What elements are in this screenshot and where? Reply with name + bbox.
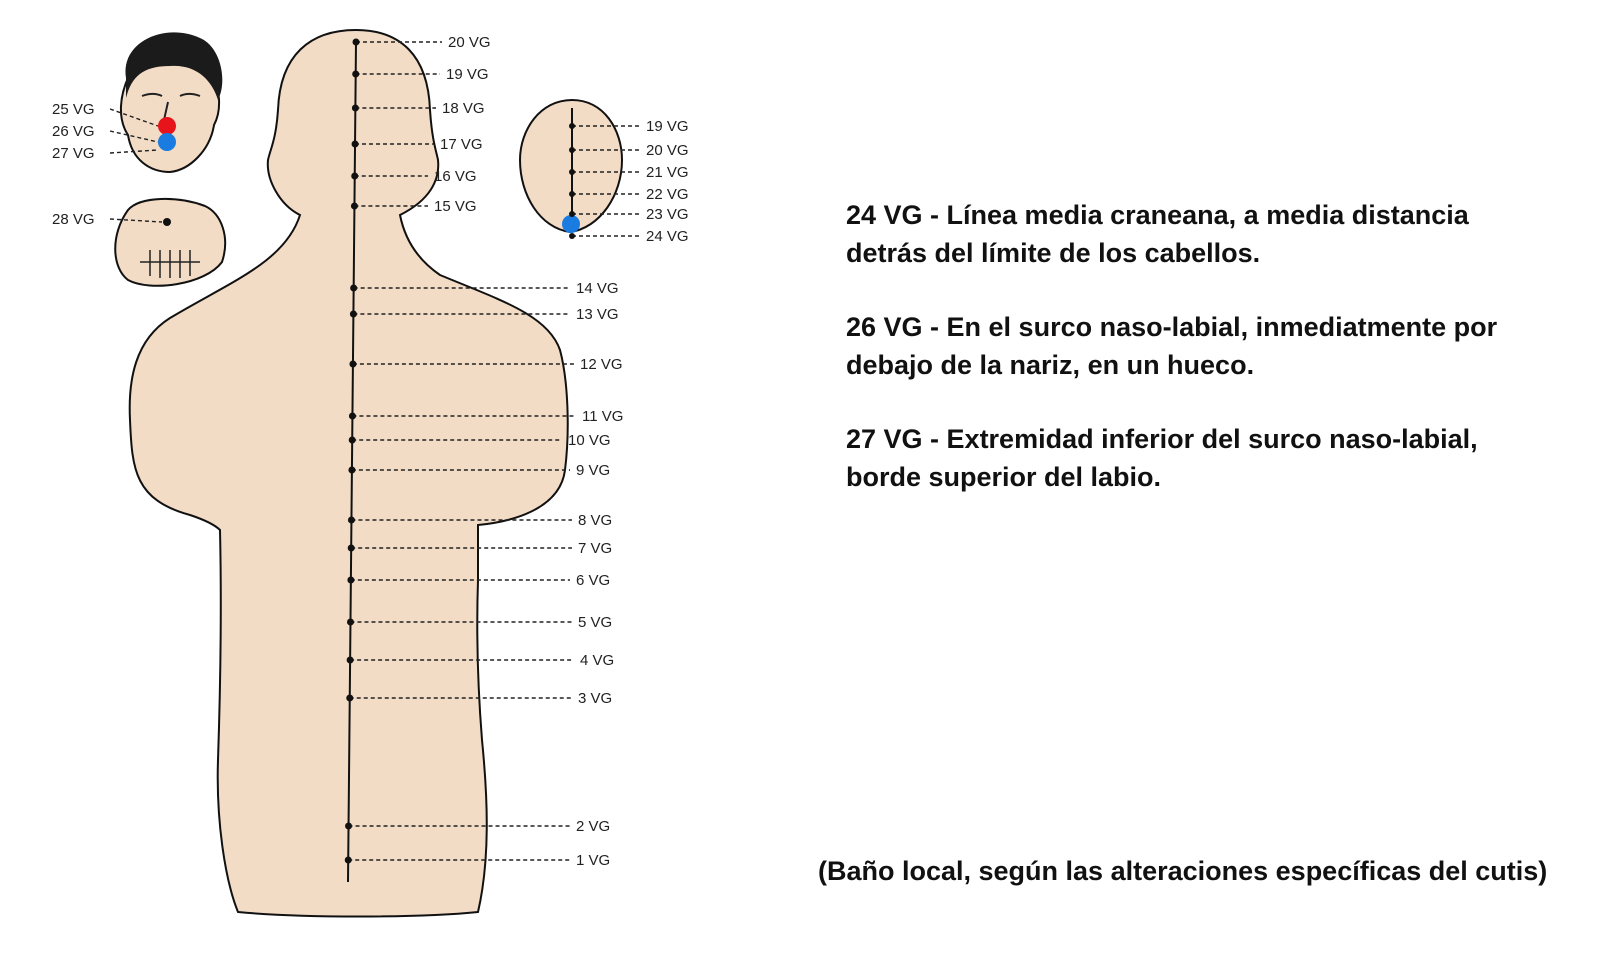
label-1-vg: 1 VG <box>576 852 610 869</box>
label-7-vg: 7 VG <box>578 540 612 557</box>
label-head-21-vg: 21 VG <box>646 164 689 181</box>
point-19-vg <box>352 71 359 78</box>
label-head-22-vg: 22 VG <box>646 186 689 203</box>
label-6-vg: 6 VG <box>576 572 610 589</box>
description-26-vg-line1: 26 VG - En el surco naso-labial, inmedia… <box>846 312 1497 342</box>
point-26-highlight <box>158 133 176 151</box>
description-24-vg-line1: 24 VG - Línea media craneana, a media di… <box>846 200 1469 230</box>
label-face-25-vg: 25 VG <box>52 101 95 118</box>
point-11-vg <box>349 413 356 420</box>
point-head-22-vg <box>569 191 575 197</box>
label-10-vg: 10 VG <box>568 432 611 449</box>
acupuncture-diagram: 20 VG 19 VG 18 VG 17 VG 16 VG 15 VG 14 VG 13 VG… <box>0 0 760 960</box>
label-head-19-vg: 19 VG <box>646 118 689 135</box>
label-13-vg: 13 VG <box>576 306 619 323</box>
point-2-vg <box>345 823 352 830</box>
point-15-vg <box>351 203 358 210</box>
label-16-vg: 16 VG <box>434 168 477 185</box>
label-14-vg: 14 VG <box>576 280 619 297</box>
point-14-vg <box>350 285 357 292</box>
point-5-vg <box>347 619 354 626</box>
label-8-vg: 8 VG <box>578 512 612 529</box>
description-27-vg-line2: borde superior del labio. <box>846 462 1161 492</box>
label-head-24-vg: 24 VG <box>646 228 689 245</box>
label-face-28-vg: 28 VG <box>52 211 95 228</box>
label-head-23-vg: 23 VG <box>646 206 689 223</box>
point-3-vg <box>346 695 353 702</box>
point-head-19-vg <box>569 123 575 129</box>
point-12-vg <box>349 361 356 368</box>
label-17-vg: 17 VG <box>440 136 483 153</box>
label-12-vg: 12 VG <box>580 356 623 373</box>
label-3-vg: 3 VG <box>578 690 612 707</box>
description-24-vg-line2: detrás del límite de los cabellos. <box>846 238 1260 268</box>
label-9-vg: 9 VG <box>576 462 610 479</box>
point-20-vg <box>353 39 360 46</box>
point-16-vg <box>351 173 358 180</box>
label-face-26-vg: 26 VG <box>52 123 95 140</box>
point-4-vg <box>347 657 354 664</box>
label-face-27-vg: 27 VG <box>52 145 95 162</box>
label-11-vg: 11 VG <box>582 408 623 425</box>
point-head-20-vg <box>569 147 575 153</box>
point-17-vg <box>352 141 359 148</box>
label-18-vg: 18 VG <box>442 100 485 117</box>
label-4-vg: 4 VG <box>580 652 614 669</box>
point-head-21-vg <box>569 169 575 175</box>
point-head-23-vg <box>569 211 575 217</box>
description-26-vg: 26 VG - En el surco naso-labial, inmedia… <box>846 308 1546 384</box>
label-2-vg: 2 VG <box>576 818 610 835</box>
point-6-vg <box>347 577 354 584</box>
label-head-20-vg: 20 VG <box>646 142 689 159</box>
description-27-vg-line1: 27 VG - Extremidad inferior del surco na… <box>846 424 1478 454</box>
point-10-vg <box>349 437 356 444</box>
point-head-24-vg <box>569 233 575 239</box>
description-27-vg: 27 VG - Extremidad inferior del surco na… <box>846 420 1546 496</box>
label-15-vg: 15 VG <box>434 198 477 215</box>
description-26-vg-line2: debajo de la nariz, en un hueco. <box>846 350 1254 380</box>
label-5-vg: 5 VG <box>578 614 612 631</box>
point-13-vg <box>350 311 357 318</box>
description-24-vg: 24 VG - Línea media craneana, a media di… <box>846 196 1546 272</box>
label-19-vg: 19 VG <box>446 66 489 83</box>
point-9-vg <box>348 467 355 474</box>
label-20-vg: 20 VG <box>448 34 491 51</box>
point-24-highlight <box>562 215 580 233</box>
point-25-highlight <box>158 117 176 135</box>
point-28-marker <box>163 218 171 226</box>
point-8-vg <box>348 517 355 524</box>
point-18-vg <box>352 105 359 112</box>
point-7-vg <box>348 545 355 552</box>
point-1-vg <box>345 857 352 864</box>
footnote: (Baño local, según las alteraciones espe… <box>818 856 1578 887</box>
